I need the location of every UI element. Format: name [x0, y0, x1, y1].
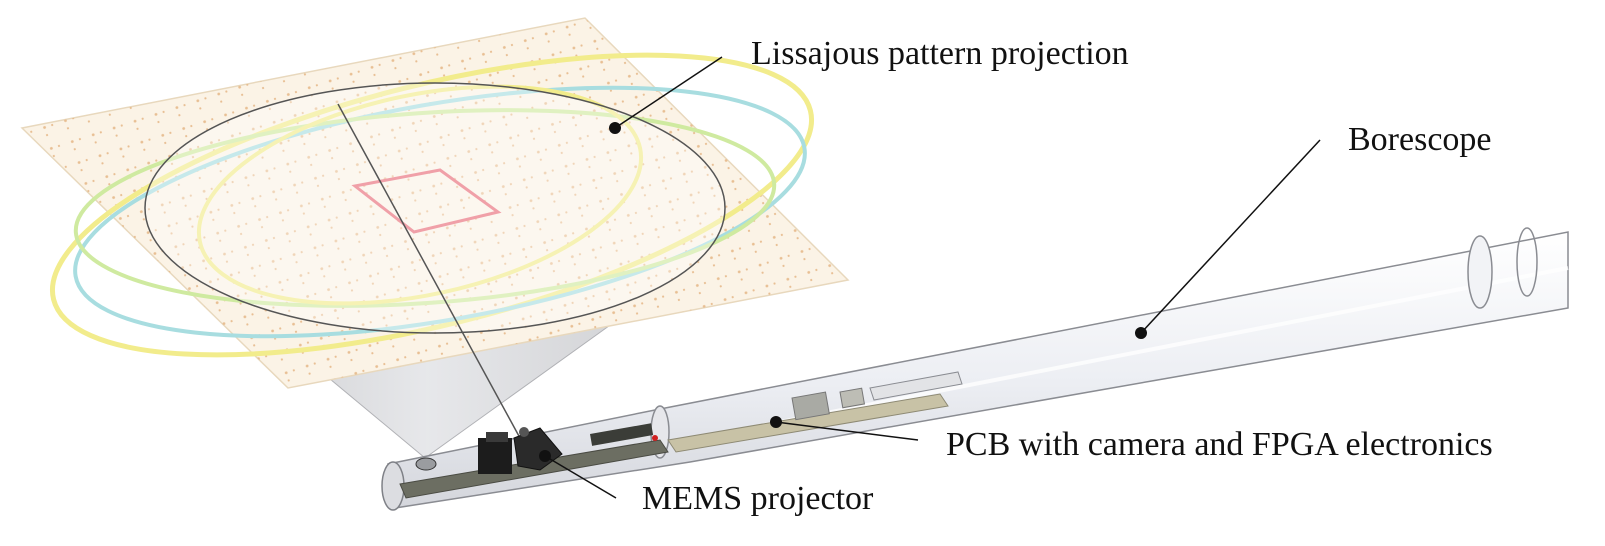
optical-axis-line	[337, 103, 521, 439]
leader-pcb	[775, 421, 919, 441]
lissajous-cyan-ellipse	[73, 85, 807, 339]
leader-mems	[544, 455, 617, 499]
projection-boundary-ellipse	[144, 82, 726, 334]
region-of-interest-rect	[351, 168, 502, 234]
label-borescope: Borescope	[1348, 121, 1492, 158]
tube-end-ring-2	[1516, 227, 1538, 297]
lissajous-yellow-ellipse	[49, 52, 815, 358]
leader-lines	[539, 56, 1321, 499]
tube-end-ring	[1467, 235, 1493, 309]
label-mems-projector: MEMS projector	[642, 480, 874, 517]
label-lissajous-pattern-projection: Lissajous pattern projection	[751, 35, 1129, 72]
leader-borescope	[1140, 139, 1321, 334]
pcb-camera-fpga	[667, 371, 963, 453]
label-pcb-camera-fpga: PCB with camera and FPGA electronics	[946, 426, 1493, 463]
leader-lissajous	[614, 56, 723, 129]
lissajous-green-ellipse	[73, 108, 777, 308]
